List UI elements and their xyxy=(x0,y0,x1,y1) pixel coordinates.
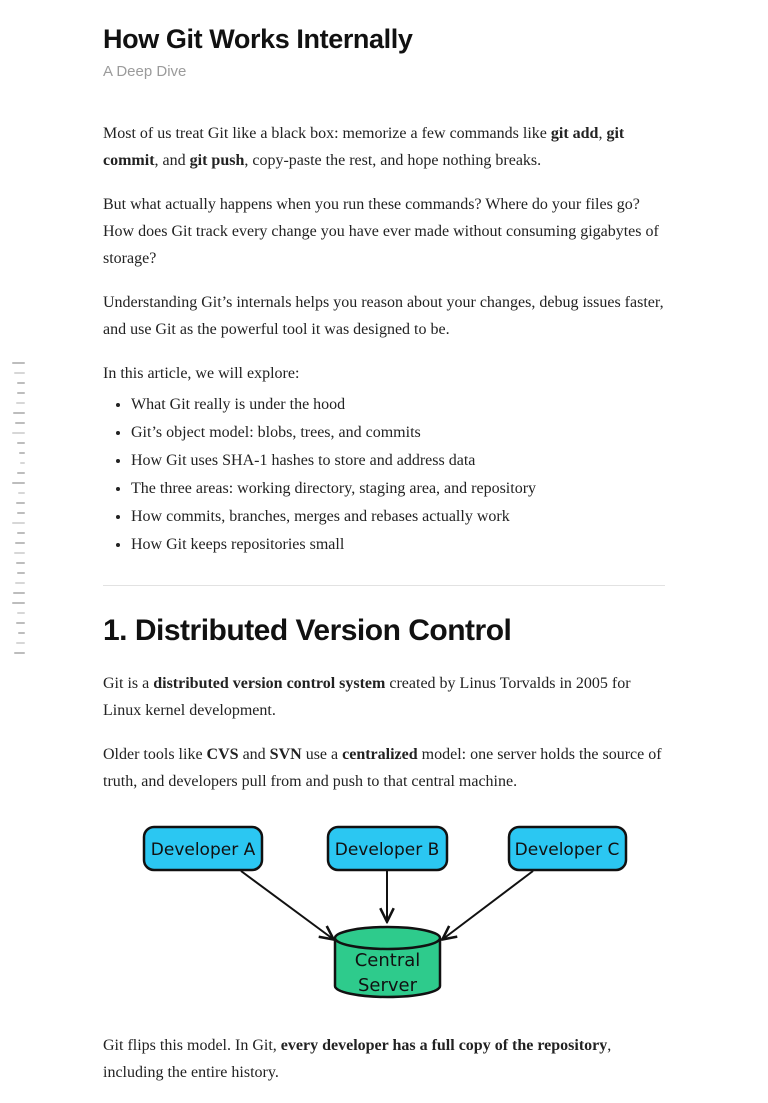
section-1-paragraph-3: Git flips this model. In Git, every deve… xyxy=(103,1037,612,1081)
thumbnail-text-line xyxy=(12,522,25,524)
list-item: The three areas: working directory, stag… xyxy=(131,479,665,499)
thumbnail-text-line xyxy=(13,412,25,414)
thumbnail-text-line xyxy=(16,642,25,644)
thumbnail-text-line xyxy=(18,632,25,634)
diagram-node-developer-a: Developer A xyxy=(142,825,264,872)
list-item: What Git really is under the hood xyxy=(131,395,665,415)
thumbnail-text-line xyxy=(12,482,25,484)
intro-paragraph-1: Most of us treat Git like a black box: m… xyxy=(103,125,625,169)
thumbnail-text-line xyxy=(14,372,25,374)
thumbnail-text-line xyxy=(20,462,25,464)
thumbnail-text-line xyxy=(18,492,25,494)
diagram-node-label: Developer B xyxy=(335,840,440,860)
thumbnail-text-line xyxy=(17,512,25,514)
diagram-node-developer-b: Developer B xyxy=(326,825,449,872)
list-item: Git’s object model: blobs, trees, and co… xyxy=(131,423,665,443)
thumbnail-text-line xyxy=(17,612,25,614)
thumbnail-text-line xyxy=(15,422,25,424)
intro-paragraph-2: But what actually happens when you run t… xyxy=(103,196,659,267)
intro-paragraph-4: In this article, we will explore: xyxy=(103,365,300,382)
diagram-node-label: Developer A xyxy=(151,840,256,860)
thumbnail-text-line xyxy=(17,532,25,534)
thumbnail-text-line xyxy=(14,552,25,554)
thumbnail-text-line xyxy=(16,502,25,504)
centralized-vcs-diagram: Developer A Developer B Developer C Cent… xyxy=(121,819,665,1010)
diagram-arrows xyxy=(240,870,534,939)
thumbnail-text-line xyxy=(13,592,25,594)
thumbnail-text-line xyxy=(19,452,25,454)
thumbnail-text-line xyxy=(16,622,25,624)
list-item: How Git uses SHA-1 hashes to store and a… xyxy=(131,451,665,471)
thumbnail-text-line xyxy=(16,402,25,404)
page-title: How Git Works Internally xyxy=(103,24,413,54)
section-1-paragraph-1: Git is a distributed version control sys… xyxy=(103,675,631,719)
list-item: How Git keeps repositories small xyxy=(131,535,665,555)
thumbnail-text-line xyxy=(17,472,25,474)
diagram-central-server-cylinder: Central Server xyxy=(333,925,442,999)
thumbnail-text-line xyxy=(17,572,25,574)
diagram-server-label-line2: Server xyxy=(358,975,418,996)
thumbnail-text-line xyxy=(16,562,25,564)
thumbnail-text-line xyxy=(17,392,25,394)
page-subtitle: A Deep Dive xyxy=(103,63,187,80)
thumbnail-text-line xyxy=(15,582,25,584)
diagram-server-label-line1: Central xyxy=(355,950,421,971)
diagram-node-label: Developer C xyxy=(515,840,620,860)
thumbnail-text-line xyxy=(12,362,25,364)
section-1-heading: 1. Distributed Version Control xyxy=(103,614,512,647)
diagram-node-developer-c: Developer C xyxy=(507,825,628,872)
topics-list: What Git really is under the hoodGit’s o… xyxy=(103,395,665,555)
list-item: How commits, branches, merges and rebase… xyxy=(131,507,665,527)
thumbnail-text-line xyxy=(12,432,25,434)
thumbnail-text-line xyxy=(17,442,25,444)
thumbnail-text-line xyxy=(14,652,25,654)
thumbnail-text-line xyxy=(12,602,25,604)
section-divider xyxy=(103,585,665,586)
thumbnail-text-line xyxy=(15,542,25,544)
page-thumbnail-text-marks xyxy=(10,362,25,662)
thumbnail-text-line xyxy=(17,382,25,384)
intro-paragraph-3: Understanding Git’s internals helps you … xyxy=(103,294,664,338)
section-1-paragraph-2: Older tools like CVS and SVN use a centr… xyxy=(103,746,662,790)
article: How Git Works Internally A Deep Dive Mos… xyxy=(103,24,665,1103)
